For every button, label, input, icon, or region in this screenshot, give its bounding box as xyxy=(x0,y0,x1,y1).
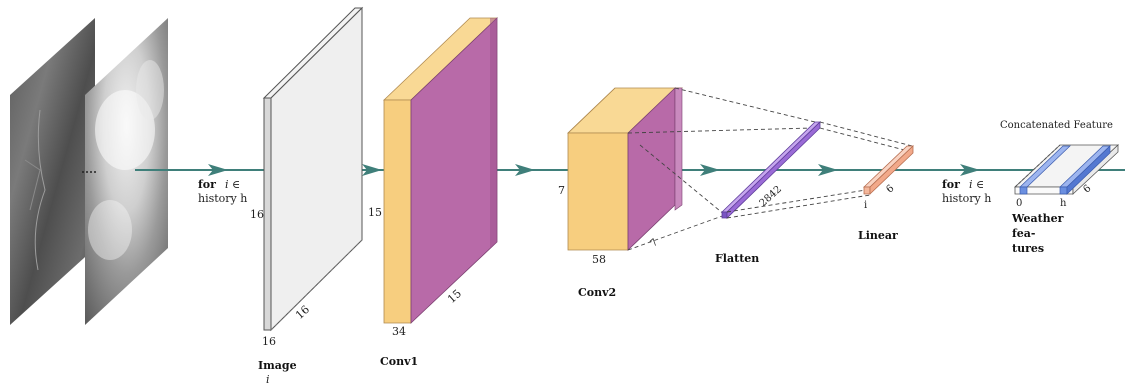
satellite-image-back xyxy=(10,18,95,325)
conv1-label: Conv1 xyxy=(380,355,418,368)
image-plane xyxy=(262,6,364,332)
arrow-6 xyxy=(960,164,980,176)
image-dim-width: 16 xyxy=(262,335,276,348)
flatten-to-linear-projection xyxy=(726,121,913,219)
conv2-block xyxy=(567,87,683,251)
arrow-2 xyxy=(362,164,382,176)
conv1-dim-height: 15 xyxy=(368,206,382,219)
conv2-dim-width: 58 xyxy=(592,253,606,266)
arrow-3 xyxy=(515,164,535,176)
concat-feature-block xyxy=(1013,144,1120,195)
conv2-to-flatten-projection xyxy=(627,87,816,251)
conv1-dim-width: 34 xyxy=(392,325,406,338)
concat-tick-end: h xyxy=(1060,198,1067,209)
linear-bar xyxy=(863,145,914,195)
arrow-5 xyxy=(818,164,838,176)
conv2-dim-height: 7 xyxy=(558,184,565,197)
loop-range-1: history h xyxy=(198,192,247,205)
flatten-label: Flatten xyxy=(715,252,759,265)
arrow-1 xyxy=(208,164,228,176)
loop-label-2: for i ∈ xyxy=(942,173,984,192)
image-sublabel: i xyxy=(266,373,270,386)
loop-range-2: history h xyxy=(942,192,991,205)
weather-label-line1: Weather xyxy=(1011,212,1064,225)
loop-label-1: for i ∈ xyxy=(198,173,240,192)
conv1-block xyxy=(383,17,498,324)
image-label: Image xyxy=(258,359,297,372)
linear-label: Linear xyxy=(858,229,898,242)
concat-dim: 6 xyxy=(1081,183,1093,195)
conv1-dim-depth: 15 xyxy=(445,287,464,306)
linear-dim-6: 6 xyxy=(884,183,896,195)
image-dim-height: 16 xyxy=(250,208,264,221)
weather-label-line2: fea- xyxy=(1012,227,1035,240)
weather-label-line3: tures xyxy=(1012,242,1044,255)
linear-dim-i: i xyxy=(864,200,867,211)
conv2-label: Conv2 xyxy=(578,286,616,299)
conv2-dim-depth: 7 xyxy=(648,237,660,249)
arrow-4 xyxy=(700,164,720,176)
satellite-image-front xyxy=(85,18,168,325)
concat-title: Concatenated Feature xyxy=(1000,120,1113,131)
concat-tick-start: 0 xyxy=(1016,198,1022,209)
